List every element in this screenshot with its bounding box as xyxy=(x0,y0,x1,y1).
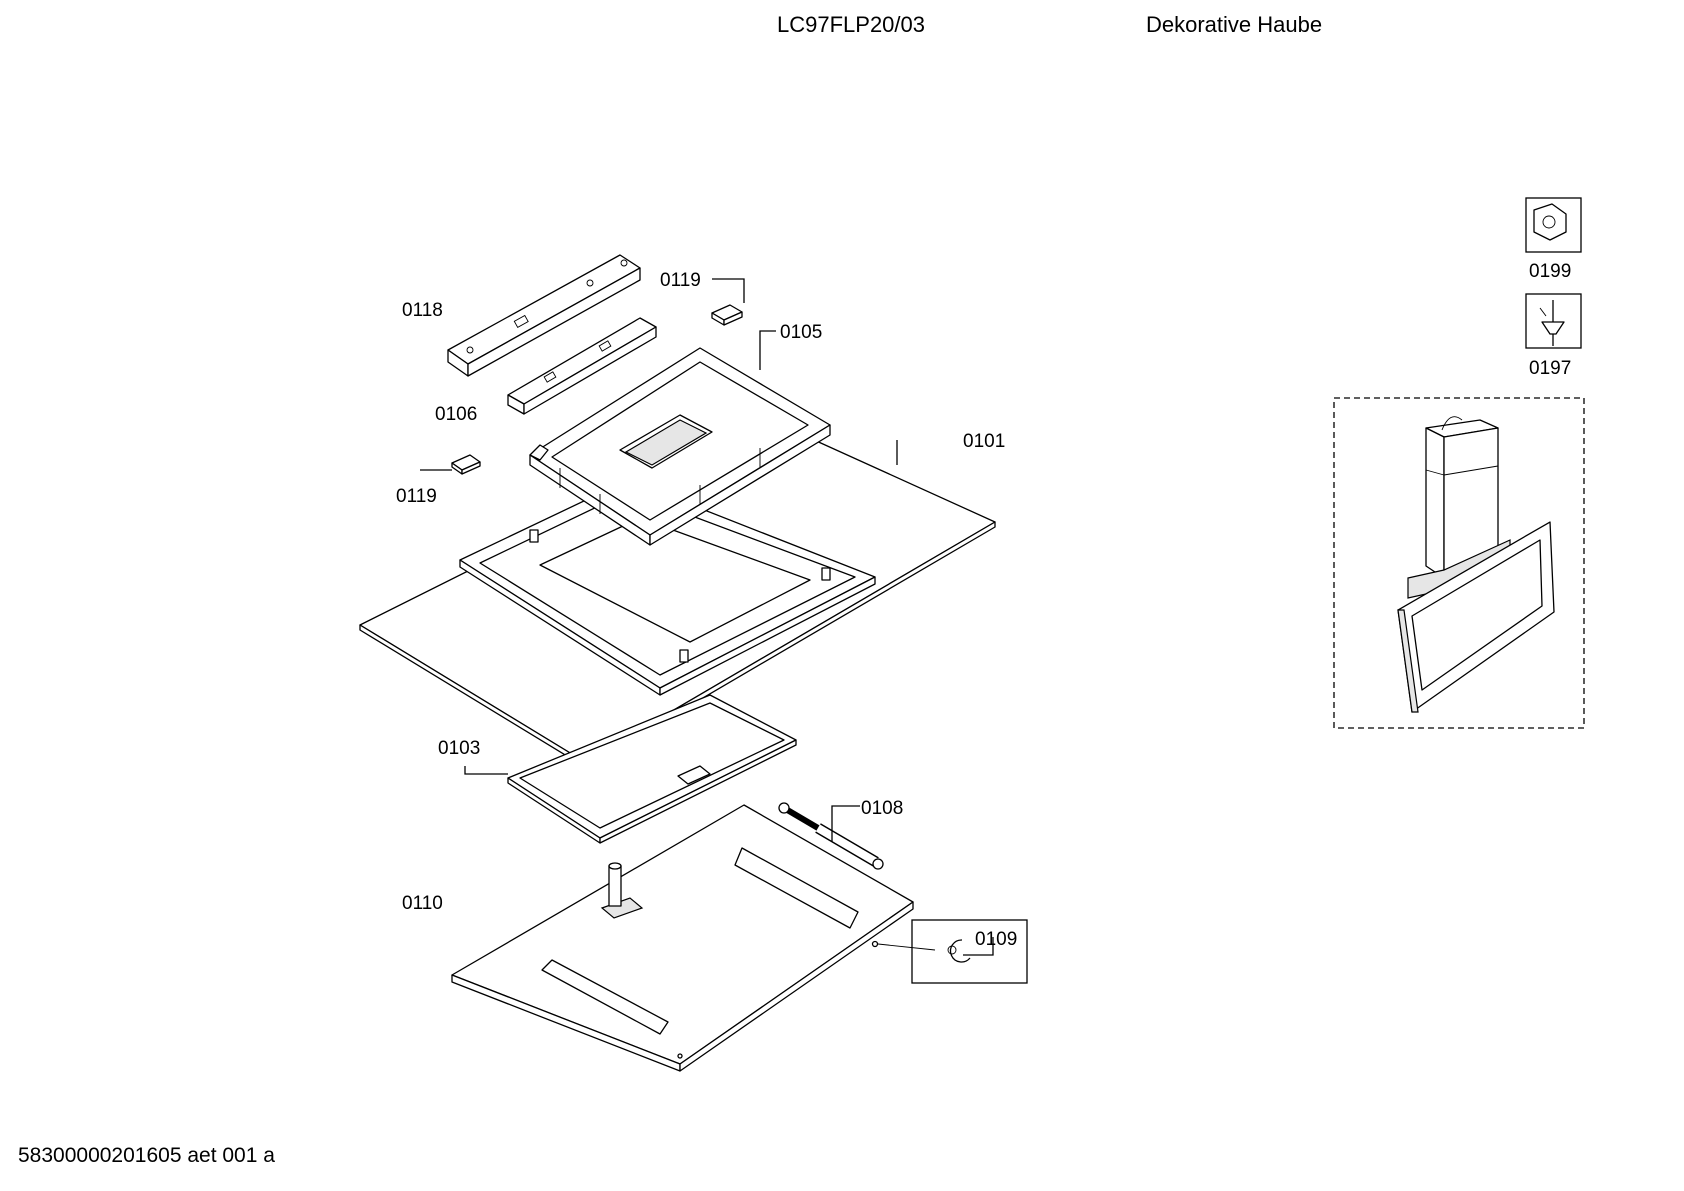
panel-frame xyxy=(459,479,876,696)
part-0108-gas-spring[interactable] xyxy=(778,802,884,870)
diagram-title: Dekorative Haube xyxy=(1146,12,1323,37)
label-0106: 0106 xyxy=(435,404,477,425)
part-0106-lamp-holder[interactable] xyxy=(507,317,657,415)
document-code: 58300000201605 aet 001 a xyxy=(18,1144,275,1167)
part-0119-clip-top[interactable] xyxy=(711,304,743,326)
part-0119-clip-bottom[interactable] xyxy=(451,454,481,475)
part-0103-filter[interactable] xyxy=(507,694,797,844)
part-0109-clip-inset[interactable] xyxy=(871,919,1028,984)
label-0110: 0110 xyxy=(402,893,443,914)
label-0199: 0199 xyxy=(1529,261,1571,282)
screw-icon[interactable] xyxy=(1525,293,1582,349)
label-0119-bottom: 0119 xyxy=(396,486,437,507)
model-number: LC97FLP20/03 xyxy=(777,12,925,37)
label-0109: 0109 xyxy=(975,929,1017,950)
part-0105-fan-housing[interactable] xyxy=(529,347,831,546)
label-0197: 0197 xyxy=(1529,358,1571,379)
label-0119-top: 0119 xyxy=(660,270,701,291)
label-0101: 0101 xyxy=(963,431,1005,452)
label-0105: 0105 xyxy=(780,322,822,343)
label-0103: 0103 xyxy=(438,738,480,759)
label-0118: 0118 xyxy=(402,300,443,321)
part-0118-light-bar[interactable] xyxy=(447,254,641,377)
leader-lines xyxy=(420,278,994,956)
hex-nut-icon[interactable] xyxy=(1525,197,1582,253)
hood-overview-illustration xyxy=(1333,397,1585,729)
part-0110-bottom-plate[interactable] xyxy=(451,804,914,1072)
label-0108: 0108 xyxy=(861,798,903,819)
